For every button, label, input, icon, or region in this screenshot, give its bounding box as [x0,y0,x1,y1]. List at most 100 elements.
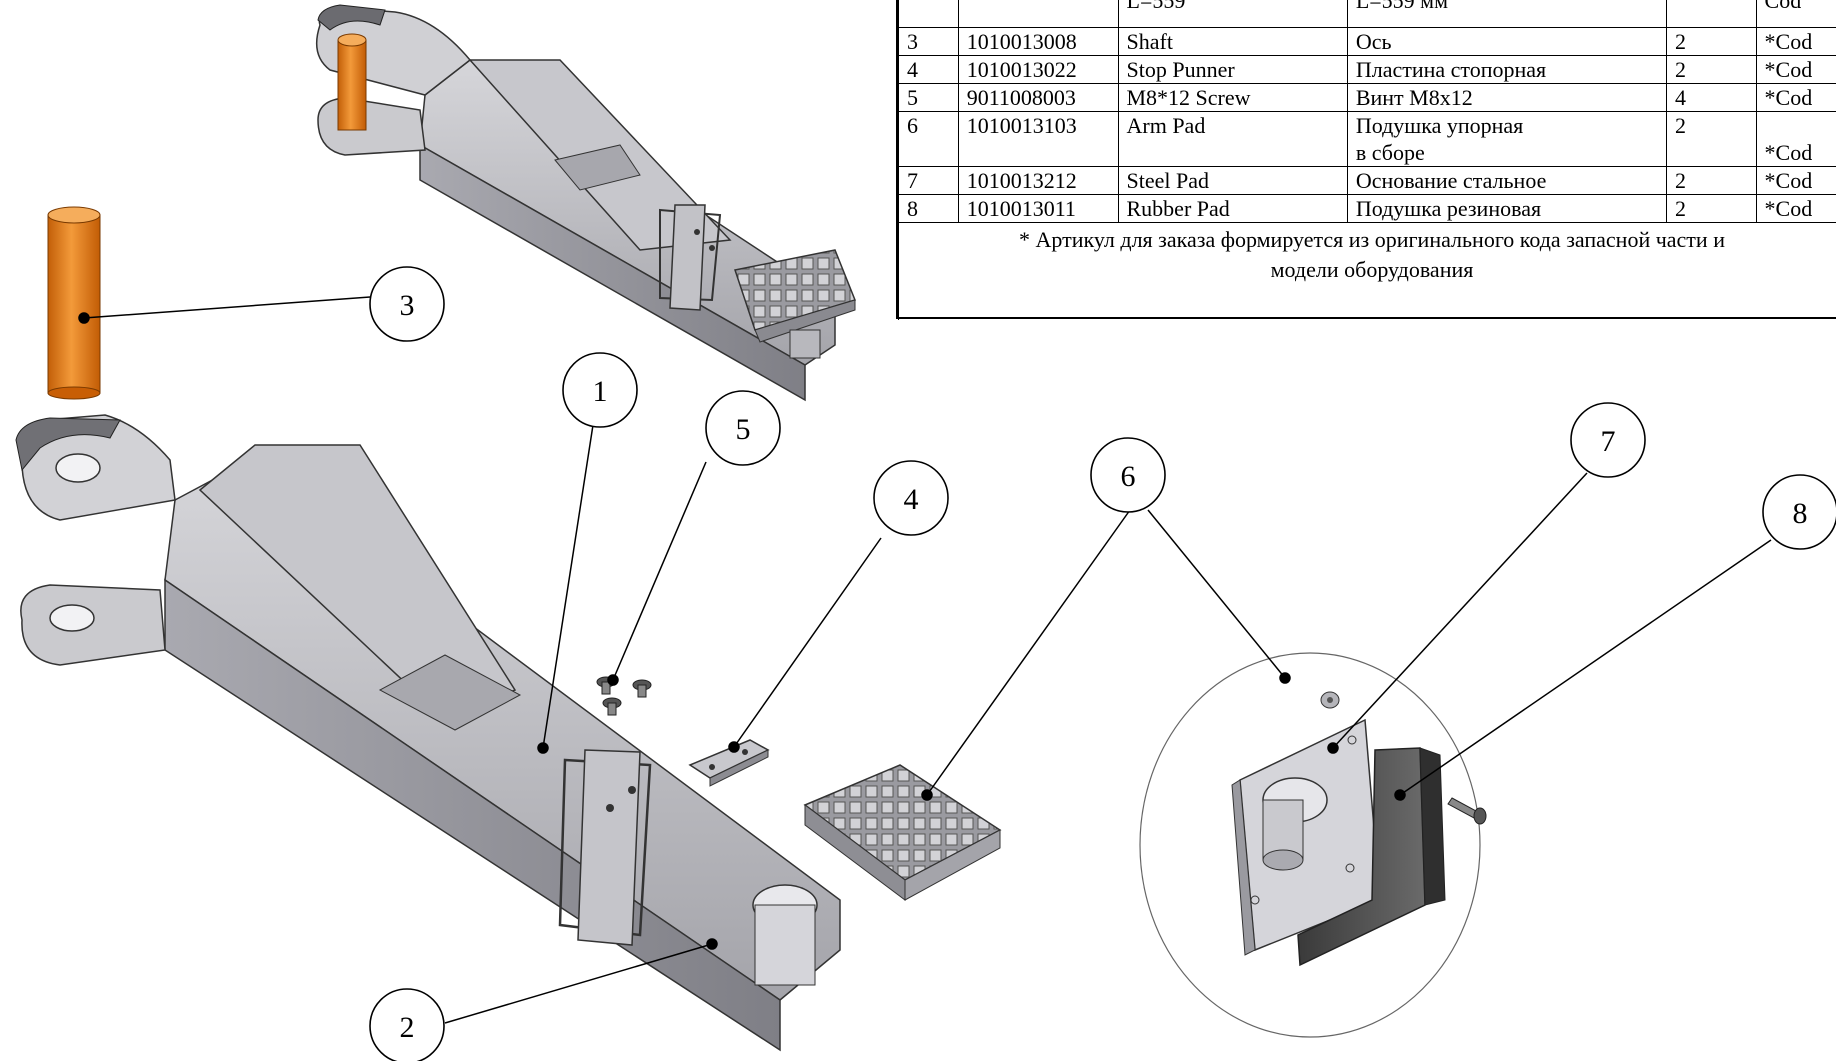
row-code: 1010013103 [957,111,1119,167]
table-footnote-row: * Артикул для заказа формируется из ориг… [898,222,1836,320]
footnote-line1: * Артикул для заказа формируется из ориг… [1019,227,1725,252]
callout-balloon-3: 3 [369,266,445,342]
screw-icon [632,679,652,698]
upper-arm-assembly [315,4,857,402]
lower-arm-assembly [15,414,841,1052]
callout-balloon-1: 1 [562,352,638,428]
svg-text:2: 2 [400,1011,415,1044]
row-note: Cod [1764,0,1802,13]
row-code: 1010013008 [957,27,1119,56]
leader-dot [1394,789,1406,801]
leader-line-8 [1399,539,1772,796]
row-name-ru-line2: в сборе [1355,140,1425,165]
arm-pad-detail-view [1139,652,1487,1038]
bolt-hole-icon [606,804,614,812]
table-row: 6 1010013103 Arm Pad Подушка упорная в с… [898,111,1836,167]
leader-dot [607,674,619,686]
table-row: 3 1010013008 Shaft Ось 2 *Cod [898,27,1836,56]
screw-icon [602,697,622,716]
row-code: 9011008003 [957,83,1119,112]
svg-text:6: 6 [1121,460,1136,493]
table-row: 8 1010013011 Rubber Pad Подушка резинова… [898,194,1836,223]
callout-balloon-6: 6 [1090,437,1166,513]
row-name-ru: Основание стальное [1346,166,1667,195]
table-footnote: * Артикул для заказа формируется из ориг… [898,222,1836,320]
row-name-ru-line1: Подушка упорная [1355,113,1524,138]
leader-dot [1327,742,1339,754]
leader-line-2 [444,943,713,1024]
row-note: *Cod [1755,55,1836,84]
row-no: 6 [898,111,959,167]
row-code: 1010013212 [957,166,1119,195]
row-name-ru: Пластина стопорная [1346,55,1667,84]
svg-text:3: 3 [400,289,415,322]
row-name-en: Shaft [1117,27,1348,56]
leader-dot [921,789,933,801]
parts-table-frame: L=559 L=559 мм Cod 3 1010013008 Shaft Ос… [896,0,1836,320]
row-note: *Cod [1755,194,1836,223]
arm-pad-part-6 [803,764,1002,901]
svg-text:1: 1 [593,375,608,408]
leader-line-1 [542,424,594,749]
nut-icon [1320,691,1340,709]
row-qty: 2 [1665,27,1757,56]
row-name-en: Rubber Pad [1117,194,1348,223]
bolt-hole-icon [694,229,700,235]
footnote-line2: модели оборудования [1270,257,1474,282]
row-name-en: L=559 [1126,0,1186,13]
callout-balloon-4: 4 [873,460,949,536]
row-name-ru: Подушка резиновая [1346,194,1667,223]
arm-stop-collar [558,749,652,946]
row-no: 5 [898,83,959,112]
leader-dot [728,741,740,753]
svg-text:4: 4 [904,483,919,516]
leader-line-5 [612,461,707,681]
leader-line-7 [1332,472,1588,749]
upper-arm-stop-plate [659,204,722,311]
parts-table: L=559 L=559 мм Cod 3 1010013008 Shaft Ос… [898,0,1836,320]
upper-arm-pad [734,249,857,359]
svg-text:7: 7 [1601,425,1616,458]
row-note: *Cod [1755,166,1836,195]
row-name-ru: Винт М8х12 [1346,83,1667,112]
upper-arm-tube [419,59,836,402]
leader-line-4 [733,537,882,748]
stop-plate-part-4 [688,739,770,787]
leader-line-6b [1147,509,1286,679]
upper-arm-shaft [337,33,367,131]
row-note: *Cod [1755,111,1836,167]
row-name-en: M8*12 Screw [1117,83,1348,112]
shaft-part-3 [47,206,101,400]
callout-balloon-8: 8 [1762,474,1836,550]
row-qty: 2 [1665,111,1757,167]
parts-table-region: L=559 L=559 мм Cod 3 1010013008 Shaft Ос… [896,0,1836,320]
bolt-hole-icon [709,245,715,251]
leader-dot [78,312,90,324]
bolt-icon [1447,797,1487,825]
leader-line-6a [926,509,1131,796]
row-code: 1010013011 [957,194,1119,223]
arm-fork [15,414,176,666]
arm-end-socket [752,884,818,986]
table-row: 4 1010013022 Stop Punner Пластина стопор… [898,55,1836,84]
callout-balloon-5: 5 [705,390,781,466]
row-name-en: Stop Punner [1117,55,1348,84]
rubber-pad-part-8 [1297,747,1446,967]
bolt-hole-icon [742,749,748,755]
svg-text:5: 5 [736,413,751,446]
row-name-en: Steel Pad [1117,166,1348,195]
row-name-ru: Подушка упорная в сборе [1346,111,1667,167]
screws-part-5 [596,676,652,716]
row-code: 1010013022 [957,55,1119,84]
row-name-ru: L=559 мм [1355,0,1449,13]
bolt-hole-icon [709,764,715,770]
bolt-hole-icon [628,786,636,794]
callout-balloon-7: 7 [1570,402,1646,478]
leader-line-3 [83,296,371,319]
row-name-en: Arm Pad [1117,111,1348,167]
arm-top-rib [198,444,522,731]
steel-pad-part-7 [1231,718,1381,956]
row-qty: 4 [1665,83,1757,112]
